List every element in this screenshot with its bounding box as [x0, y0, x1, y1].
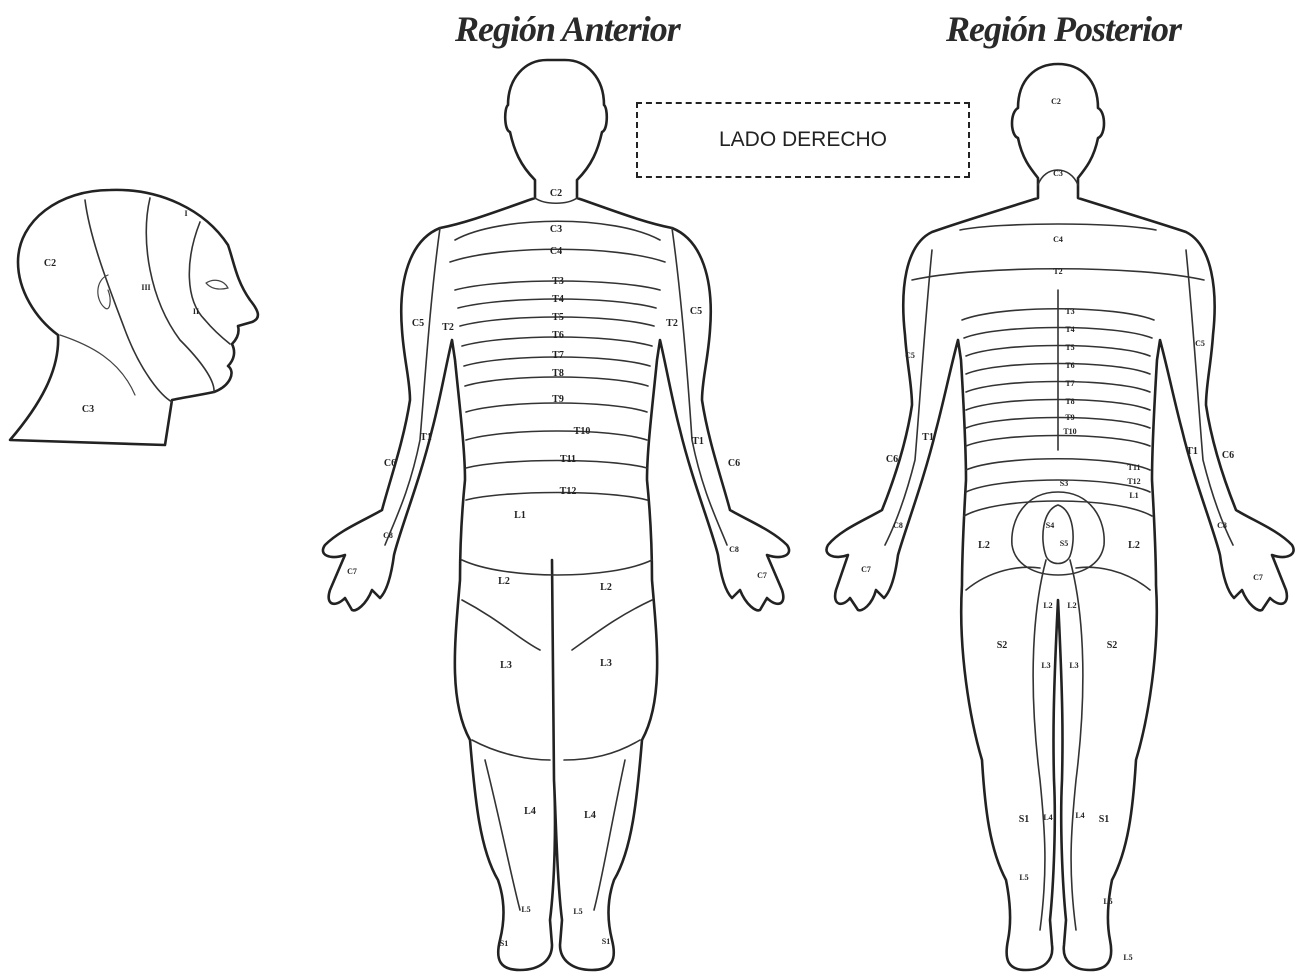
post-label-l1: L1	[1129, 491, 1138, 500]
ant-label-t2-right: T2	[666, 318, 678, 329]
post-label-l2-inner-right: L2	[1067, 601, 1076, 610]
post-label-t4: T4	[1065, 325, 1074, 334]
post-label-c2: C2	[1051, 97, 1061, 106]
post-label-t1-left: T1	[922, 432, 934, 443]
post-label-c4: C4	[1053, 235, 1063, 244]
ant-label-c6-left: C6	[384, 458, 396, 469]
ant-label-c8-right: C8	[729, 545, 739, 554]
post-label-l5-left: L5	[1019, 873, 1028, 882]
ant-label-s1-right: S1	[602, 937, 610, 946]
post-label-t11: T11	[1128, 463, 1141, 472]
ant-label-t4: T4	[552, 294, 564, 305]
post-label-l5-foot: L5	[1123, 953, 1132, 962]
ant-label-t6: T6	[552, 330, 564, 341]
post-label-s2-left: S2	[997, 640, 1008, 651]
post-label-s1-right: S1	[1099, 814, 1110, 825]
post-label-c8-left: C8	[893, 521, 903, 530]
ant-label-t10: T10	[574, 426, 591, 437]
ant-label-t1-left: T1	[420, 432, 432, 443]
post-label-c5-right: C5	[1195, 339, 1205, 348]
post-label-l3-left: L3	[1041, 661, 1050, 670]
ant-label-c4: C4	[550, 246, 562, 257]
post-label-t12: T12	[1127, 477, 1140, 486]
ant-label-l5-right: L5	[573, 907, 582, 916]
post-label-t9: T9	[1065, 413, 1074, 422]
post-label-l4-left: L4	[1043, 813, 1052, 822]
ant-label-l3-left: L3	[500, 660, 512, 671]
post-label-s2-right: S2	[1107, 640, 1118, 651]
head-label-v3: III	[141, 283, 150, 292]
ant-label-l5-left: L5	[521, 905, 530, 914]
post-label-l4-right: L4	[1075, 811, 1084, 820]
ant-label-t12: T12	[560, 486, 577, 497]
ant-label-l4-right: L4	[584, 810, 596, 821]
ant-label-l1: L1	[514, 510, 526, 521]
post-label-s3: S3	[1060, 479, 1068, 488]
post-label-c3: C3	[1053, 169, 1063, 178]
head-outline	[10, 190, 258, 445]
ant-label-t5: T5	[552, 312, 564, 323]
ant-label-c7-left: C7	[347, 567, 357, 576]
ant-label-t7: T7	[552, 350, 564, 361]
post-label-t5: T5	[1065, 343, 1074, 352]
post-label-c8-right: C8	[1217, 521, 1227, 530]
post-label-t8: T8	[1065, 397, 1074, 406]
post-label-l2-inner-left: L2	[1043, 601, 1052, 610]
head-lateral-view: C2 C3 I II III	[10, 190, 258, 445]
post-label-t3: T3	[1065, 307, 1074, 316]
post-label-s4: S4	[1046, 521, 1054, 530]
ant-label-l4-left: L4	[524, 806, 536, 817]
post-label-s1-left: S1	[1019, 814, 1030, 825]
head-label-v2: II	[193, 307, 199, 316]
post-label-l2-left: L2	[978, 540, 990, 551]
ant-label-c7-right: C7	[757, 571, 767, 580]
post-label-l5-right: L5	[1103, 897, 1112, 906]
ant-label-l3-right: L3	[600, 658, 612, 669]
post-label-t2: T2	[1053, 267, 1062, 276]
ant-label-c8-left: C8	[383, 531, 393, 540]
post-label-c5-left: C5	[905, 351, 915, 360]
post-label-t7: T7	[1065, 379, 1074, 388]
head-label-c3: C3	[82, 404, 94, 415]
ant-label-c3: C3	[550, 224, 562, 235]
ant-label-c5-right: C5	[690, 306, 702, 317]
ant-label-s1-left: S1	[500, 939, 508, 948]
post-label-s5: S5	[1060, 539, 1068, 548]
posterior-body: C2 C3 C4 T2 T3 T4 T5 T6 T7 T8 T9 T10 T11…	[826, 64, 1293, 970]
ant-label-l2-right: L2	[600, 582, 612, 593]
post-label-c7-right: C7	[1253, 573, 1263, 582]
ant-label-t2-left: T2	[442, 322, 454, 333]
post-label-c7-left: C7	[861, 565, 871, 574]
ant-label-t9: T9	[552, 394, 564, 405]
ant-label-l2-left: L2	[498, 576, 510, 587]
ant-label-t11: T11	[560, 454, 576, 465]
post-label-t6: T6	[1065, 361, 1074, 370]
ant-label-t1-right: T1	[692, 436, 704, 447]
post-label-t10: T10	[1063, 427, 1076, 436]
post-label-t1-right: T1	[1186, 446, 1198, 457]
post-label-c6-right: C6	[1222, 450, 1234, 461]
anterior-body: C2 C3 C4 T3 T4 T5 T6 T7 T8 T9 T10 T11 T1…	[323, 60, 789, 970]
post-label-l2-right: L2	[1128, 540, 1140, 551]
ant-label-t3: T3	[552, 276, 564, 287]
head-label-v1: I	[184, 209, 187, 218]
post-label-l3-right: L3	[1069, 661, 1078, 670]
ant-label-t8: T8	[552, 368, 564, 379]
post-label-c6-left: C6	[886, 454, 898, 465]
ant-label-c2: C2	[550, 188, 562, 199]
ant-label-c6-right: C6	[728, 458, 740, 469]
ant-label-c5-left: C5	[412, 318, 424, 329]
head-label-c2: C2	[44, 258, 56, 269]
